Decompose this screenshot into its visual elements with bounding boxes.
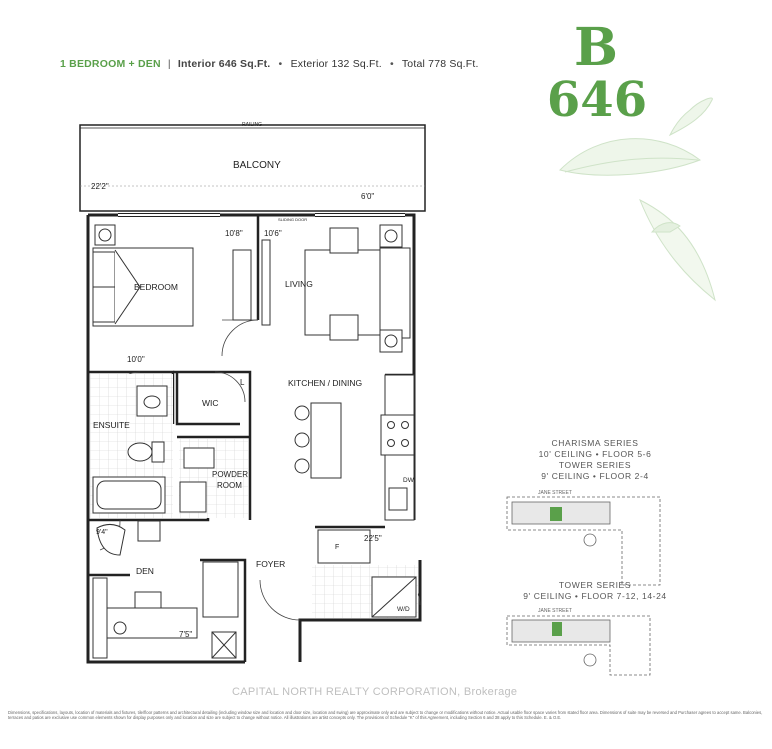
series-title: CHARISMA SERIES xyxy=(551,438,639,448)
street-label-2: JANE STREET xyxy=(538,608,572,614)
foyer-label: FOYER xyxy=(256,559,285,569)
kitchen-dining-label: KITCHEN / DINING xyxy=(288,378,362,388)
unit-type: 1 BEDROOM + DEN xyxy=(60,58,161,70)
dim-bedroom-width: 10'8" xyxy=(225,229,243,238)
street-label-1: JANE STREET xyxy=(538,490,572,496)
powder-label-2: ROOM xyxy=(217,481,242,490)
keyplan-upper xyxy=(506,496,661,586)
dim-balcony-width: 22'2" xyxy=(91,182,109,191)
series-block-2: TOWER SERIES 9' CEILING • FLOOR 7-12, 14… xyxy=(500,580,690,602)
dishwasher-label: DW xyxy=(403,477,415,484)
sliding-door-label: SLIDING DOOR xyxy=(278,217,307,222)
ensuite-label: ENSUITE xyxy=(93,420,130,430)
dim-den-a: 9'4" xyxy=(96,529,108,536)
dim-kitchen-length: 22'5" xyxy=(364,534,382,543)
living-furniture xyxy=(261,224,411,353)
interior-area: Interior 646 Sq.Ft. xyxy=(177,58,271,70)
series-ceiling: 9' CEILING • FLOOR 7-12, 14-24 xyxy=(523,591,667,601)
series-ceiling: 10' CEILING • FLOOR 5-6 xyxy=(538,449,652,459)
watermark: CAPITAL NORTH REALTY CORPORATION, Broker… xyxy=(232,686,518,698)
unit-summary: 1 BEDROOM + DEN | Interior 646 Sq.Ft. • … xyxy=(60,58,479,70)
unit-letter: B xyxy=(574,17,618,78)
exterior-area: Exterior 132 Sq.Ft. xyxy=(290,58,382,70)
bedroom-label: BEDROOM xyxy=(134,282,178,292)
bullet: • xyxy=(390,58,394,70)
bullet: • xyxy=(278,58,283,70)
fridge-label: F xyxy=(335,544,339,551)
bed xyxy=(92,224,252,327)
kitchen-fixtures xyxy=(294,374,415,564)
dim-balcony-depth: 6'0" xyxy=(361,192,374,201)
dim-den-b: 7'5" xyxy=(179,630,192,639)
dim-living-width: 10'6" xyxy=(264,229,282,238)
linen-label: L xyxy=(240,378,245,387)
living-label: LIVING xyxy=(285,279,313,289)
railing-label: RAILING xyxy=(242,122,262,128)
series-title: TOWER SERIES xyxy=(558,580,632,590)
washer-dryer-label: W/D xyxy=(397,606,410,613)
total-area: Total 778 Sq.Ft. xyxy=(401,58,479,70)
unit-area-number: 646 xyxy=(546,72,648,128)
wic-label: WIC xyxy=(202,398,219,408)
balcony xyxy=(79,124,426,212)
powder-label-1: POWDER xyxy=(212,470,248,479)
series-title: TOWER SERIES xyxy=(558,460,632,470)
dim-ensuite-width: 10'0" xyxy=(127,355,145,364)
separator: | xyxy=(167,58,171,70)
den-label: DEN xyxy=(136,566,154,576)
den-furniture xyxy=(92,520,417,659)
disclaimer: Dimensions, specifications, layouts, loc… xyxy=(8,710,763,720)
series-block-1: CHARISMA SERIES 10' CEILING • FLOOR 5-6 … xyxy=(500,438,690,482)
bath-fixtures xyxy=(92,385,215,514)
balcony-label: BALCONY xyxy=(233,160,281,171)
keyplan-lower xyxy=(506,615,651,676)
series-ceiling: 9' CEILING • FLOOR 2-4 xyxy=(541,471,649,481)
